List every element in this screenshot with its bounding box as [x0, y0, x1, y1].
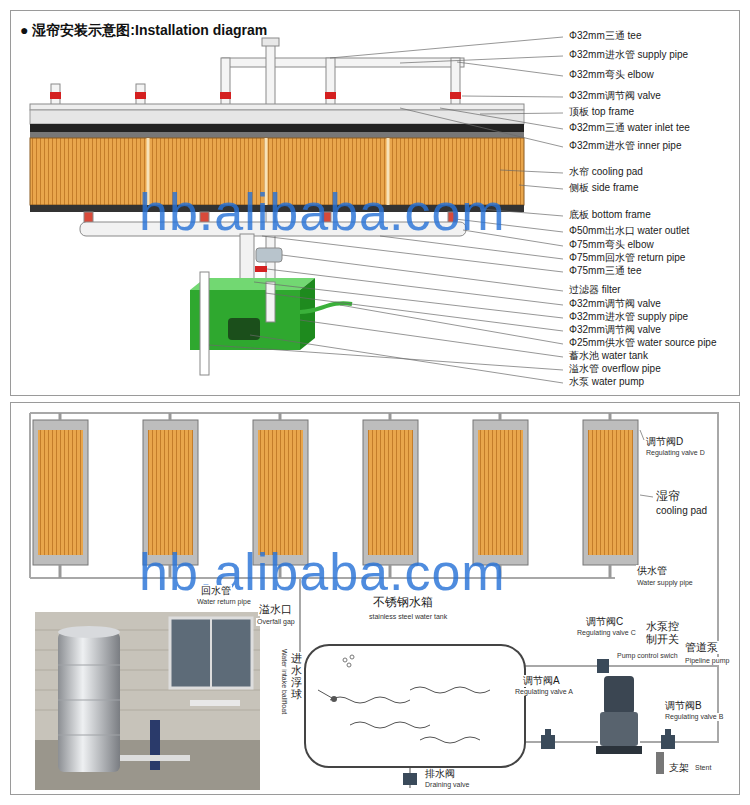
water-tank	[190, 272, 352, 375]
english-caption: Water return pipe	[196, 598, 252, 606]
valve-handles	[50, 92, 461, 99]
part-label: Φ32mm调节阀 valve	[568, 90, 662, 102]
part-label: Φ32mm三通 water inlet tee	[568, 122, 691, 134]
watermark: hb.alibaba.com	[138, 546, 507, 598]
part-label: 溢水管 overflow pipe	[568, 363, 662, 375]
part-label: Φ50mm出水口 water outlet	[568, 225, 690, 237]
part-label: Φ75mm回水管 return pipe	[568, 252, 686, 264]
part-label: 排水阀	[424, 768, 456, 780]
part-label: Φ32mm三通 tee	[568, 30, 642, 42]
part-label: Φ32mm调节阀 valve	[568, 324, 662, 336]
english-caption: Regulating valve D	[645, 449, 706, 457]
english-caption: Pump control swich	[616, 652, 679, 660]
english-caption: stainless steel water tank	[368, 613, 448, 621]
part-label: 不锈钢水箱	[372, 596, 434, 610]
pump-valves	[403, 659, 675, 785]
part-label: 顶板 top frame	[568, 106, 635, 118]
part-label: Φ32mm进水管 supply pipe	[568, 49, 689, 61]
english-caption: Overfall gap	[256, 618, 296, 626]
diagram-title: ● 湿帘安装示意图:Installation diagram	[20, 22, 267, 40]
part-label: Φ75mm三通 tee	[568, 265, 642, 277]
english-caption: Pipeline pump	[684, 657, 730, 665]
photo-inset	[35, 612, 260, 790]
part-label: 供水管	[636, 565, 668, 577]
english-caption: Regulating valve A	[514, 688, 574, 696]
english-caption: Regulating valve B	[664, 713, 724, 721]
vertical-label: 进水浮球	[290, 652, 303, 700]
part-label: Φ75mm弯头 elbow	[568, 239, 655, 251]
english-caption: Stent	[694, 764, 712, 772]
part-label: 水帘 cooling pad	[568, 166, 644, 178]
part-label: 支架	[668, 762, 690, 774]
english-caption: Draining valve	[424, 781, 470, 789]
part-label: 底板 bottom frame	[568, 209, 652, 221]
part-label: 调节阀A	[522, 675, 561, 687]
part-label: 湿帘	[655, 490, 681, 504]
english-caption: Water supply pipe	[636, 579, 694, 587]
part-label: 调节阀B	[664, 700, 703, 712]
part-label: 水泵 water pump	[568, 376, 645, 388]
panel	[11, 403, 740, 795]
part-label: cooling pad	[655, 505, 708, 517]
panel	[11, 11, 740, 396]
part-label: Φ32mm进水管 supply pipe	[568, 311, 689, 323]
part-label: Φ32mm弯头 elbow	[568, 69, 655, 81]
part-label: 过滤器 filter	[568, 284, 622, 296]
part-label: Φ25mm供水管 water source pipe	[568, 337, 717, 349]
part-label: 蓄水池 water tank	[568, 350, 649, 362]
pipe-system	[30, 38, 524, 290]
part-label: Φ32mm调节阀 valve	[568, 298, 662, 310]
rotated-label: Water intake ballfloat	[280, 648, 288, 715]
part-label: 回水管	[200, 585, 232, 597]
part-label: 调节阀D	[645, 436, 684, 448]
watermark: hb.alibaba.com	[138, 186, 507, 238]
stainless-tank	[305, 645, 525, 767]
wrapped-label: 水泵控制开关	[645, 620, 681, 646]
part-label: 调节阀C	[585, 616, 624, 628]
part-label: 管道泵	[684, 641, 719, 654]
english-caption: Regulating valve C	[576, 629, 637, 637]
part-label: 侧板 side frame	[568, 182, 639, 194]
part-label: Φ32mm进水管 inner pipe	[568, 140, 682, 152]
part-label: 溢水口	[258, 603, 293, 616]
